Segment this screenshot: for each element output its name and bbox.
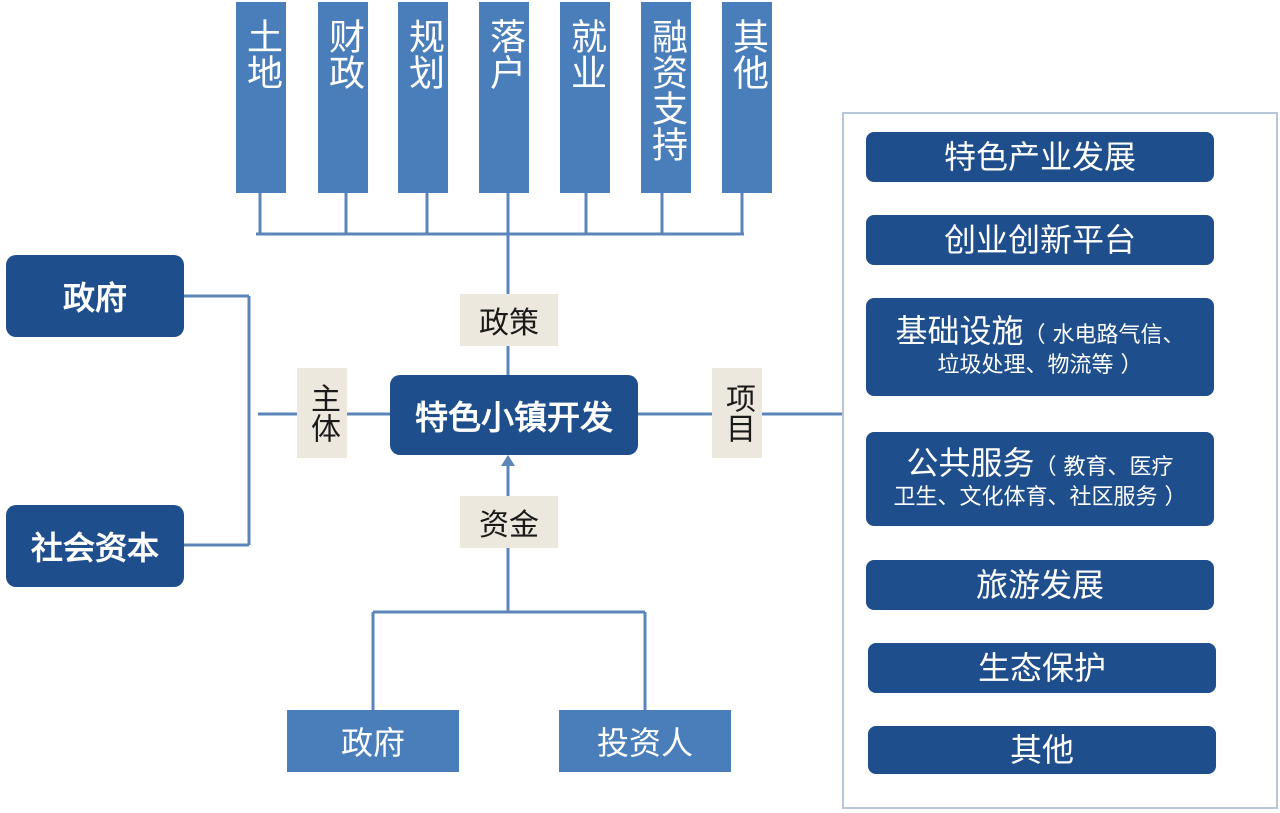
project-item-innovation-label: 创业创新平台 [943,221,1136,259]
project-chip-label: 项目 [720,383,755,443]
policy-planning: 规划 [398,2,448,193]
subject-social-capital: 社会资本 [6,505,184,587]
project-item-ecology-label: 生态保护 [977,649,1106,687]
project-item-innovation: 创业创新平台 [866,215,1214,265]
policy-land-label: 土地 [241,18,282,90]
project-item-industry: 特色产业发展 [866,132,1214,182]
policy-other: 其他 [722,2,772,193]
policy-chip: 政策 [460,294,558,346]
funding-chip: 资金 [460,496,558,548]
policy-finance: 财政 [318,2,368,193]
project-item-tourism: 旅游发展 [866,560,1214,610]
policy-employment-label: 就业 [565,18,606,90]
funding-chip-label: 资金 [479,508,539,543]
funder-investor: 投资人 [559,710,731,772]
policy-employment: 就业 [560,2,610,193]
policy-finance-label: 财政 [323,18,364,90]
policy-land: 土地 [236,2,286,193]
project-item-infrastructure-sub-b: 垃圾处理、物流等 ） [937,353,1143,378]
subject-government: 政府 [6,255,184,337]
project-item-public-service-sub-b: 卫生、文化体育、社区服务 ） [893,485,1187,510]
project-item-public-service-sub-a: （ 教育、医疗 [1034,455,1174,480]
subject-chip: 主体 [297,368,347,458]
subject-government-label: 政府 [62,279,127,317]
policy-financing-support-label: 融资支持 [646,18,687,162]
project-item-public-service-label: 公共服务 [906,444,1035,482]
project-item-infrastructure: 基础设施 （ 水电路气信、 垃圾处理、物流等 ） [866,298,1214,396]
project-item-ecology: 生态保护 [868,643,1216,693]
subject-social-capital-label: 社会资本 [30,529,159,567]
policy-settlement-label: 落户 [484,18,525,90]
center-node: 特色小镇开发 [390,375,638,455]
subject-chip-label: 主体 [305,383,340,443]
project-item-other-label: 其他 [1009,731,1074,769]
policy-planning-label: 规划 [403,18,444,90]
project-item-other: 其他 [868,726,1216,774]
project-list-frame [842,112,1278,809]
project-chip: 项目 [712,368,762,458]
funder-government-label: 政府 [340,724,405,762]
policy-chip-label: 政策 [479,306,539,341]
funder-investor-label: 投资人 [596,724,693,762]
funder-government: 政府 [287,710,459,772]
center-node-label: 特色小镇开发 [415,398,613,437]
project-item-tourism-label: 旅游发展 [975,566,1104,604]
project-item-industry-label: 特色产业发展 [943,138,1136,176]
policy-settlement: 落户 [479,2,529,193]
project-item-public-service: 公共服务 （ 教育、医疗 卫生、文化体育、社区服务 ） [866,432,1214,526]
policy-other-label: 其他 [727,18,768,90]
project-item-infrastructure-sub-a: （ 水电路气信、 [1023,323,1185,348]
project-item-infrastructure-label: 基础设施 [895,312,1024,350]
project-item-infrastructure-row: 基础设施 （ 水电路气信、 [895,312,1184,350]
policy-financing-support: 融资支持 [641,2,691,193]
project-item-public-service-row: 公共服务 （ 教育、医疗 [906,444,1173,482]
